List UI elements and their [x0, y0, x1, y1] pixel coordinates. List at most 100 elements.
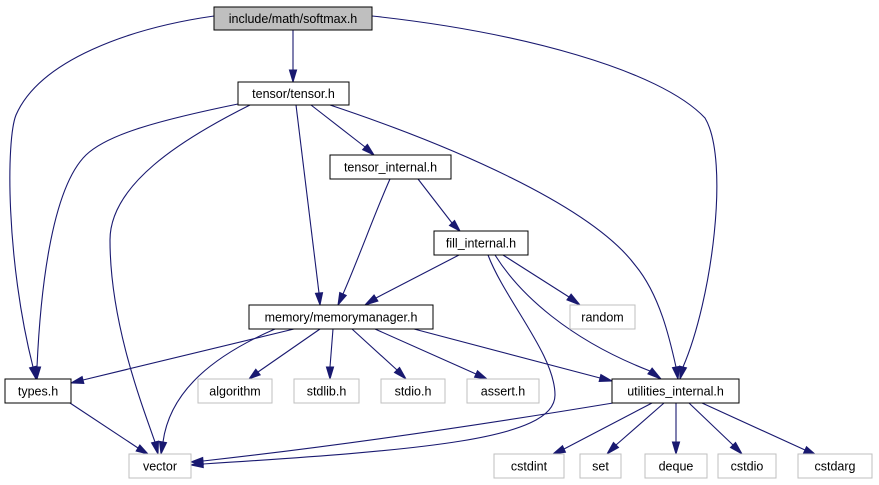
edge-utilities_internal-to-cstdio: [688, 402, 744, 456]
arrowhead-icon: [314, 292, 324, 307]
edge-line: [342, 178, 391, 295]
node-deque: deque: [644, 453, 708, 479]
edge-line: [494, 254, 651, 372]
node-box: [380, 378, 446, 404]
edge-line: [371, 15, 718, 368]
edge-tensor-to-tensor_internal: [310, 104, 376, 157]
arrowhead-icon: [363, 294, 379, 307]
node-label: cstdio: [731, 460, 764, 474]
edge-memorymanager-to-assert: [374, 328, 489, 380]
node-label: fill_internal.h: [446, 237, 516, 251]
node-utilities-internal[interactable]: utilities_internal.h: [611, 378, 740, 404]
edge-softmax-to-types: [9, 15, 215, 381]
node-stdio: stdio.h: [380, 378, 446, 404]
node-box: [717, 453, 777, 479]
edge-line: [688, 402, 734, 446]
edge-line: [109, 104, 251, 443]
node-box: [248, 304, 434, 330]
arrowhead-icon: [135, 444, 150, 455]
edge-memorymanager-to-stdlib: [325, 328, 335, 381]
node-box: [611, 378, 740, 404]
node-random: random: [569, 304, 636, 330]
node-box: [579, 453, 622, 479]
node-box: [237, 81, 350, 106]
arrowhead-icon: [598, 373, 614, 383]
node-fill-internal[interactable]: fill_internal.h: [433, 230, 529, 256]
edge-line: [82, 328, 295, 381]
arrowhead-icon: [678, 365, 688, 381]
node-box: [493, 453, 565, 479]
edge-line: [374, 328, 477, 375]
node-box: [433, 230, 529, 256]
arrowhead-icon: [158, 440, 168, 456]
arrowhead-icon: [448, 219, 462, 233]
edge-utilities_internal-to-deque: [671, 403, 681, 456]
edge-softmax-to-tensor: [288, 30, 298, 84]
edge-line: [36, 103, 239, 368]
edge-tensor-to-vector: [109, 104, 251, 456]
edge-memorymanager-to-vector: [158, 328, 276, 456]
edge-tensor-to-memorymanager: [295, 104, 324, 307]
node-label: assert.h: [481, 385, 526, 399]
node-label: include/math/softmax.h: [229, 12, 358, 26]
edge-line: [417, 178, 453, 224]
arrowhead-icon: [337, 291, 348, 307]
edge-line: [69, 402, 139, 449]
arrowhead-icon: [150, 440, 160, 456]
edge-line: [257, 328, 321, 373]
node-label: tensor/tensor.h: [252, 87, 335, 101]
edge-line: [351, 328, 398, 371]
arrowhead-icon: [473, 369, 489, 380]
arrowhead-icon: [32, 366, 42, 381]
arrowhead-icon: [729, 441, 744, 456]
edge-line: [375, 254, 460, 299]
node-label: stdio.h: [395, 385, 432, 399]
node-label: set: [592, 460, 609, 474]
edge-fill_internal-to-memorymanager: [363, 254, 460, 307]
node-label: types.h: [18, 385, 58, 399]
arrowhead-icon: [551, 444, 567, 455]
edge-fill_internal-to-random: [502, 254, 582, 307]
node-label: cstdint: [511, 460, 548, 474]
edge-line: [202, 254, 556, 465]
edge-utilities_internal-to-set: [605, 402, 665, 456]
node-box: [569, 304, 636, 330]
node-tensor-internal[interactable]: tensor_internal.h: [329, 154, 452, 180]
arrowhead-icon: [671, 441, 681, 456]
node-box: [466, 378, 540, 404]
arrowhead-icon: [325, 366, 335, 381]
arrowhead-icon: [361, 143, 376, 157]
node-types[interactable]: types.h: [4, 378, 72, 404]
edge-line: [9, 15, 215, 368]
edge-softmax-to-utilities_internal: [371, 15, 718, 381]
arrowhead-icon: [288, 69, 298, 84]
dependency-nodes: include/math/softmax.h tensor/tensor.h ten…: [4, 6, 873, 479]
node-tensor[interactable]: tensor/tensor.h: [237, 81, 350, 106]
edge-line: [202, 402, 614, 462]
arrowhead-icon: [605, 441, 620, 456]
edge-line: [162, 328, 276, 443]
edge-line: [329, 104, 677, 368]
node-vector: vector: [128, 453, 192, 479]
edge-memorymanager-to-utilities_internal: [413, 328, 614, 383]
edge-line: [701, 402, 806, 451]
node-cstdarg: cstdarg: [797, 453, 873, 479]
node-label: tensor_internal.h: [344, 161, 437, 175]
node-memorymanager[interactable]: memory/memorymanager.h: [248, 304, 434, 330]
edge-fill_internal-to-utilities_internal: [494, 254, 663, 381]
edge-line: [615, 402, 665, 446]
arrowhead-icon: [247, 368, 262, 381]
node-stdlib: stdlib.h: [293, 378, 360, 404]
edge-tensor_internal-to-memorymanager: [337, 178, 391, 307]
node-label: cstdarg: [815, 460, 856, 474]
edge-line: [329, 328, 334, 368]
node-label: vector: [143, 460, 177, 474]
node-box: [213, 6, 373, 31]
edge-utilities_internal-to-vector: [189, 402, 614, 466]
node-softmax[interactable]: include/math/softmax.h: [213, 6, 373, 31]
edge-memorymanager-to-types: [69, 328, 295, 385]
node-box: [128, 453, 192, 479]
arrowhead-icon: [671, 365, 681, 381]
node-label: stdlib.h: [307, 385, 347, 399]
